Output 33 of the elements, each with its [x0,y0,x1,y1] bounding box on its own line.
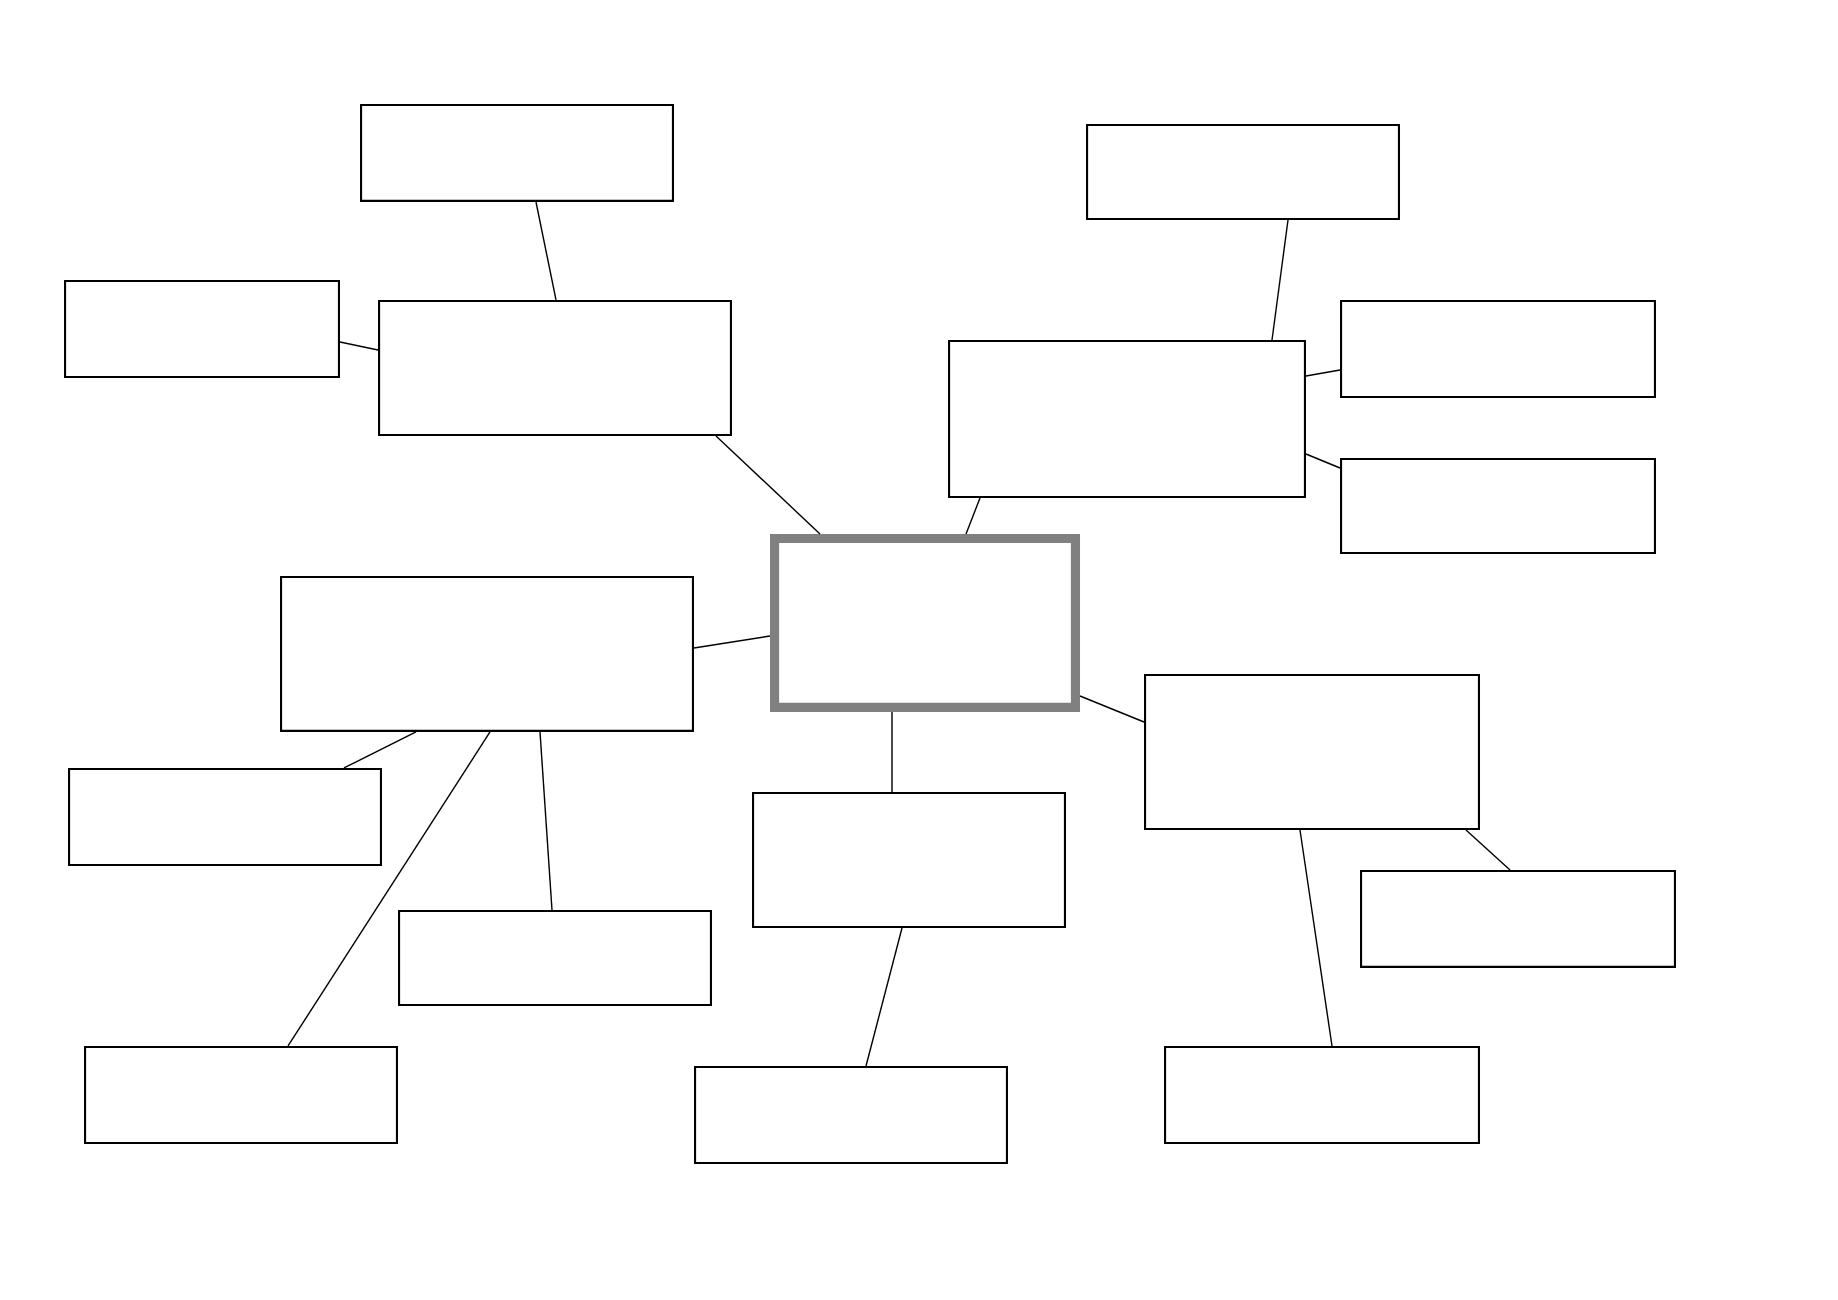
connector-line [865,927,903,1067]
box [280,575,694,732]
box [752,792,1066,928]
box [1360,869,1676,968]
box [1340,300,1656,398]
connector-line [693,635,771,649]
box [360,103,674,202]
connector-line [539,731,553,911]
box [64,279,340,378]
box [398,910,712,1006]
connector-line [1305,369,1341,377]
box [1086,124,1400,220]
connector-line [1465,829,1511,871]
box [84,1045,398,1144]
box [68,767,382,866]
connector-line [1305,453,1341,469]
box [948,339,1306,498]
connector-line [535,201,557,301]
connector-line [287,731,491,1047]
connector-line [891,711,893,793]
box [378,299,732,436]
connector-line [339,341,379,351]
connector-line [1271,219,1289,341]
central-box [769,533,1081,712]
connector-line [715,435,821,535]
box [1144,674,1480,830]
connector-line [1079,695,1145,723]
box [694,1065,1008,1164]
connector-line [965,497,981,535]
box [1340,457,1656,554]
connector-line [343,731,417,769]
connector-line [1299,829,1333,1047]
box [1164,1045,1480,1144]
